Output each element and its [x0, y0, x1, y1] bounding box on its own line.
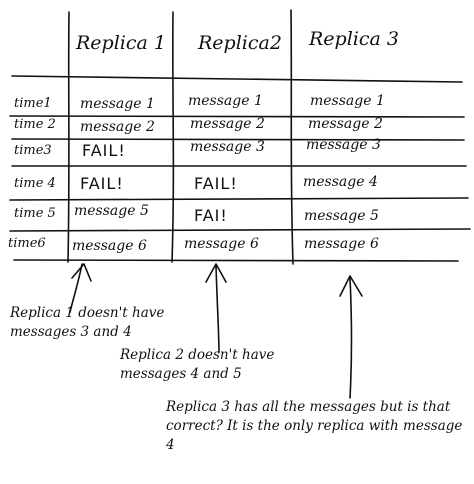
- column-divider-3: [290, 9, 294, 265]
- cell-r4-replica2: FAIL!: [194, 174, 238, 193]
- row-label-time5: time 5: [14, 206, 56, 221]
- row-label-time4: time 4: [14, 176, 56, 191]
- column-header-replica-1: Replica 1: [76, 32, 166, 54]
- arrow-replica-1-head: [71, 263, 92, 282]
- row-line-2: [11, 138, 465, 141]
- row-label-time6: time6: [8, 236, 46, 251]
- annotation-replica-3: Replica 3 has all the messages but is th…: [166, 399, 463, 453]
- cell-r3-replica3: message 3: [306, 137, 381, 153]
- cell-r2-replica1: message 2: [80, 119, 155, 135]
- row-line-3: [11, 164, 467, 168]
- cell-r6-replica2: message 6: [184, 236, 259, 252]
- arrow-replica-3-head: [339, 275, 363, 297]
- column-divider-1: [67, 11, 70, 263]
- cell-r1-replica3: message 1: [310, 93, 385, 109]
- arrow-replica-2-head: [205, 263, 227, 283]
- row-line-6: [13, 259, 459, 262]
- row-label-time2: time 2: [14, 117, 56, 132]
- cell-r6-replica3: message 6: [304, 236, 379, 252]
- arrow-replica-3: [349, 277, 353, 399]
- arrow-replica-2: [215, 265, 220, 353]
- cell-r4-replica1: FAIL!: [80, 174, 124, 193]
- cell-r6-replica1: message 6: [72, 238, 147, 254]
- row-line-0: [11, 75, 463, 83]
- annotation-replica-1: Replica 1 doesn't have messages 3 and 4: [10, 305, 165, 340]
- column-divider-2: [171, 11, 175, 263]
- row-line-5: [9, 228, 471, 232]
- column-header-replica-3: Replica 3: [309, 28, 399, 50]
- row-label-time1: time1: [14, 96, 52, 111]
- cell-r2-replica3: message 2: [308, 116, 383, 132]
- row-line-1: [9, 115, 465, 118]
- annotation-replica-2: Replica 2 doesn't have messages 4 and 5: [120, 347, 275, 382]
- column-header-replica-2: Replica2: [198, 32, 282, 54]
- cell-r3-replica2: message 3: [190, 139, 265, 155]
- row-line-4: [9, 197, 469, 201]
- cell-r5-replica1: message 5: [74, 203, 149, 219]
- cell-r4-replica3: message 4: [303, 174, 378, 190]
- cell-r3-replica1: FAIL!: [82, 141, 126, 160]
- row-label-time3: time3: [14, 143, 52, 158]
- cell-r5-replica3: message 5: [304, 208, 379, 224]
- cell-r1-replica1: message 1: [80, 96, 155, 112]
- cell-r2-replica2: message 2: [190, 116, 265, 132]
- cell-r1-replica2: message 1: [188, 93, 263, 109]
- cell-r5-replica2: FAI!: [194, 206, 228, 225]
